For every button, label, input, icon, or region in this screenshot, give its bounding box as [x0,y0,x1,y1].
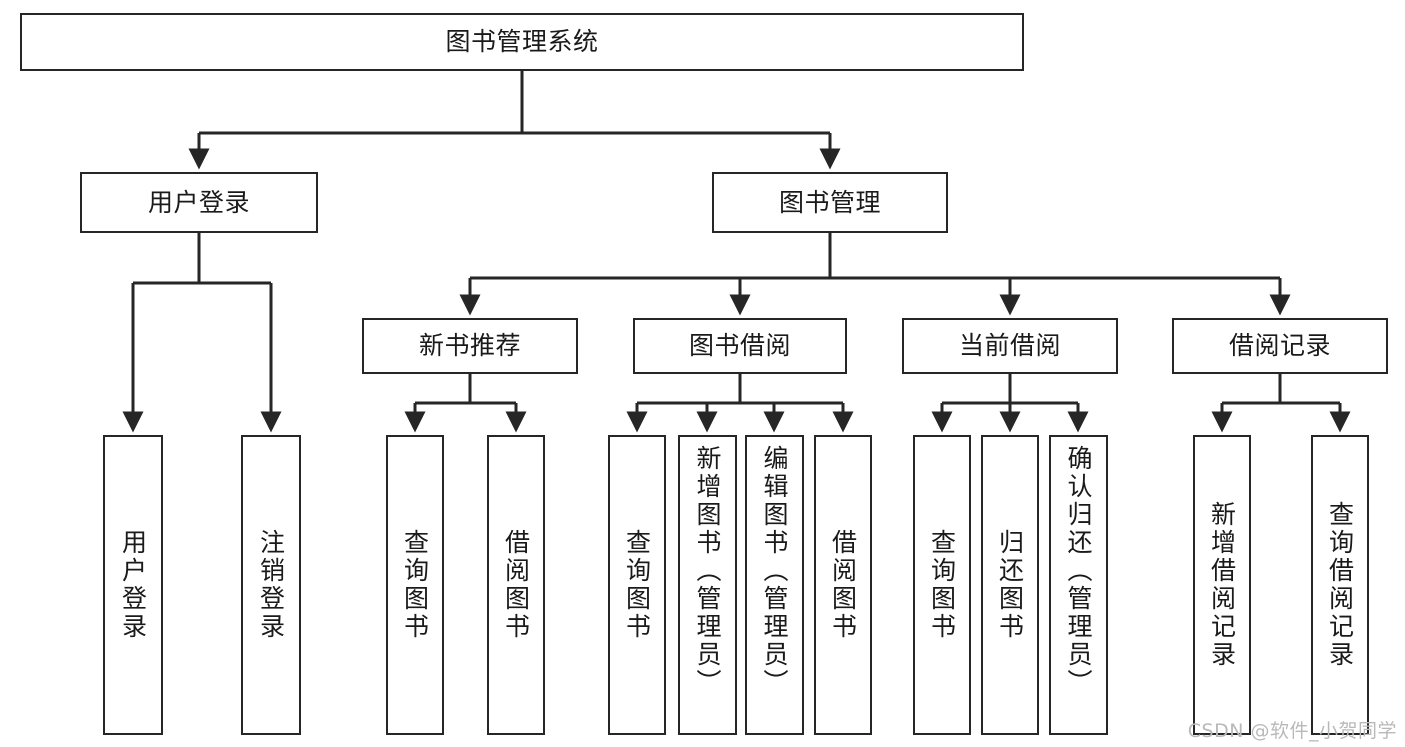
node-leaf-logout-login[interactable]: 注销登录 [241,435,301,735]
node-new-book-recommend[interactable]: 新书推荐 [362,318,578,374]
node-label-leaf-query-book-2: 查询图书 [622,529,652,641]
node-label-leaf-user-login: 用户登录 [118,529,148,641]
node-leaf-add-record[interactable]: 新增借阅记录 [1193,435,1251,735]
node-label-new-book-recommend: 新书推荐 [418,331,521,361]
node-label-book-borrow: 图书借阅 [688,331,791,361]
node-leaf-borrow-book-2[interactable]: 借阅图书 [814,435,872,735]
watermark-text: CSDN @软件_小贺同学 [1187,720,1397,742]
node-leaf-query-book-3[interactable]: 查询图书 [913,435,971,735]
node-label-leaf-borrow-book-2: 借阅图书 [828,529,858,641]
node-user-login[interactable]: 用户登录 [80,172,318,233]
node-root-system[interactable]: 图书管理系统 [20,13,1024,71]
node-label-leaf-borrow-book-1: 借阅图书 [501,529,531,641]
node-label-leaf-add-book: 新增图书（管理员） [693,445,722,697]
node-label-borrow-record: 借阅记录 [1228,331,1331,361]
node-leaf-return-book[interactable]: 归还图书 [981,435,1039,735]
node-leaf-borrow-book-1[interactable]: 借阅图书 [487,435,545,735]
node-book-borrow[interactable]: 图书借阅 [633,318,847,374]
node-label-current-borrow: 当前借阅 [958,331,1061,361]
node-leaf-user-login[interactable]: 用户登录 [103,435,163,735]
node-label-leaf-query-book-1: 查询图书 [400,529,430,641]
node-label-root: 图书管理系统 [445,27,599,57]
node-label-leaf-confirm-return: 确认归还（管理员） [1064,445,1093,697]
node-leaf-query-record[interactable]: 查询借阅记录 [1311,435,1369,735]
node-label-leaf-query-book-3: 查询图书 [927,529,957,641]
node-label-leaf-return-book: 归还图书 [995,529,1025,641]
node-leaf-edit-book[interactable]: 编辑图书（管理员） [745,435,804,735]
node-leaf-confirm-return[interactable]: 确认归还（管理员） [1049,435,1108,735]
node-borrow-record[interactable]: 借阅记录 [1172,318,1388,374]
node-leaf-query-book-2[interactable]: 查询图书 [608,435,666,735]
node-book-management[interactable]: 图书管理 [712,172,948,233]
node-label-leaf-query-record: 查询借阅记录 [1325,501,1355,669]
node-leaf-add-book[interactable]: 新增图书（管理员） [678,435,737,735]
node-label-leaf-logout-login: 注销登录 [256,529,286,641]
node-label-leaf-edit-book: 编辑图书（管理员） [760,445,789,697]
node-label-book-management: 图书管理 [778,187,881,217]
node-current-borrow[interactable]: 当前借阅 [902,318,1118,374]
node-label-leaf-add-record: 新增借阅记录 [1207,501,1237,669]
node-leaf-query-book-1[interactable]: 查询图书 [386,435,444,735]
node-label-user-login: 用户登录 [147,187,250,217]
